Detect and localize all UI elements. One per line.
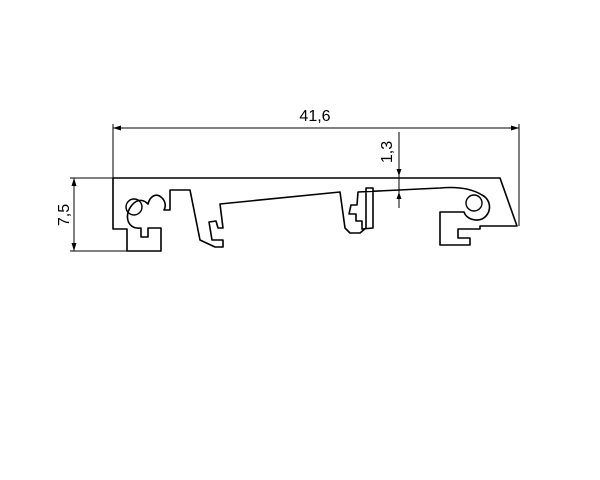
height-dimension-label: 7,5 (56, 204, 73, 226)
profile-outline (112, 177, 518, 252)
height-arrow-top (71, 178, 77, 186)
left-round-cavity (125, 198, 143, 216)
width-arrow-right (511, 125, 519, 131)
thickness-dimension-label: 1,3 (379, 141, 396, 163)
width-dimension-label: 41,6 (299, 108, 330, 125)
right-round-cavity (465, 194, 483, 212)
height-arrow-bottom (71, 243, 77, 251)
thickness-arrow-top (396, 169, 402, 176)
thickness-arrow-bottom (396, 192, 402, 199)
width-arrow-left (113, 125, 121, 131)
